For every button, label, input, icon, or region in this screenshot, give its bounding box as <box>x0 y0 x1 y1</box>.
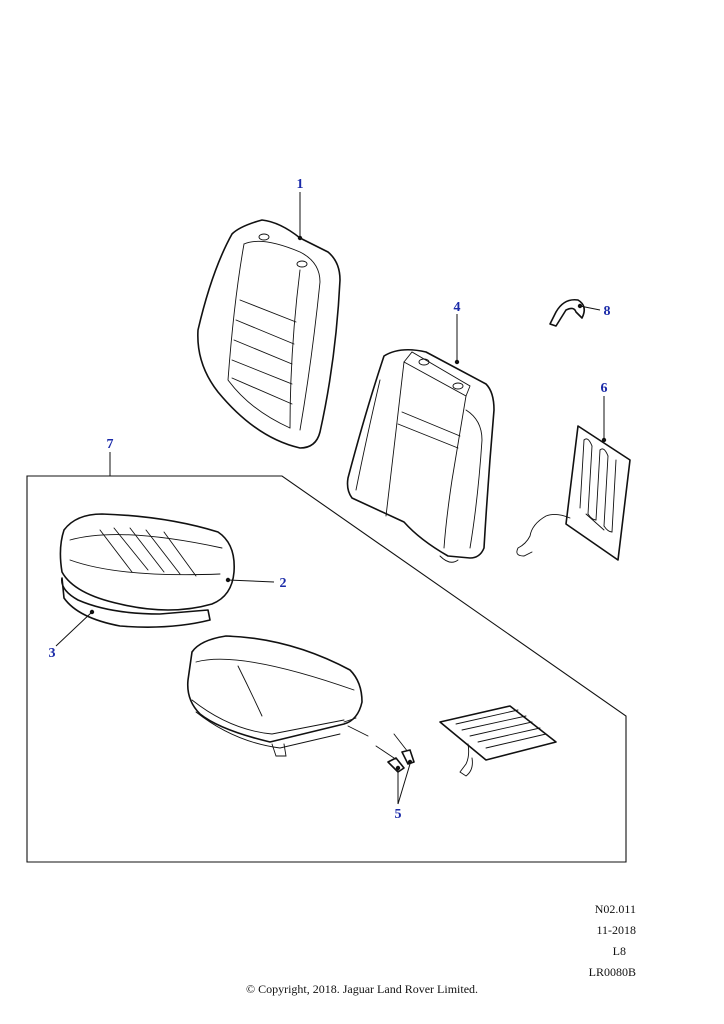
back-heater-element[interactable] <box>516 425 631 561</box>
callout-2: 2 <box>280 576 287 591</box>
cushion-heater-element[interactable] <box>439 705 557 777</box>
leader-lines <box>55 192 607 805</box>
callout-7: 7 <box>107 437 114 452</box>
copyright-notice: © Copyright, 2018. Jaguar Land Rover Lim… <box>245 982 479 996</box>
callout-8: 8 <box>604 304 611 319</box>
seat-kit-boundary <box>26 475 627 863</box>
callout-1: 1 <box>297 177 304 192</box>
diagram-reference: N02.011 <box>594 902 636 916</box>
seat-back-cover[interactable] <box>197 219 341 449</box>
diagram-date: 11-2018 <box>596 923 636 937</box>
diagram-variant: L8 <box>612 944 626 958</box>
trim-strip[interactable] <box>61 577 211 628</box>
callout-6: 6 <box>601 381 608 396</box>
callout-5: 5 <box>395 807 402 822</box>
callout-3: 3 <box>49 646 56 661</box>
seat-back-frame[interactable] <box>346 348 495 563</box>
seat-cushion-cover[interactable] <box>59 513 235 611</box>
screws[interactable] <box>347 725 415 773</box>
diagram-code: LR0080B <box>588 965 636 979</box>
clip[interactable] <box>549 298 586 327</box>
seat-cushion-frame[interactable] <box>186 635 363 757</box>
callout-4: 4 <box>454 300 461 315</box>
